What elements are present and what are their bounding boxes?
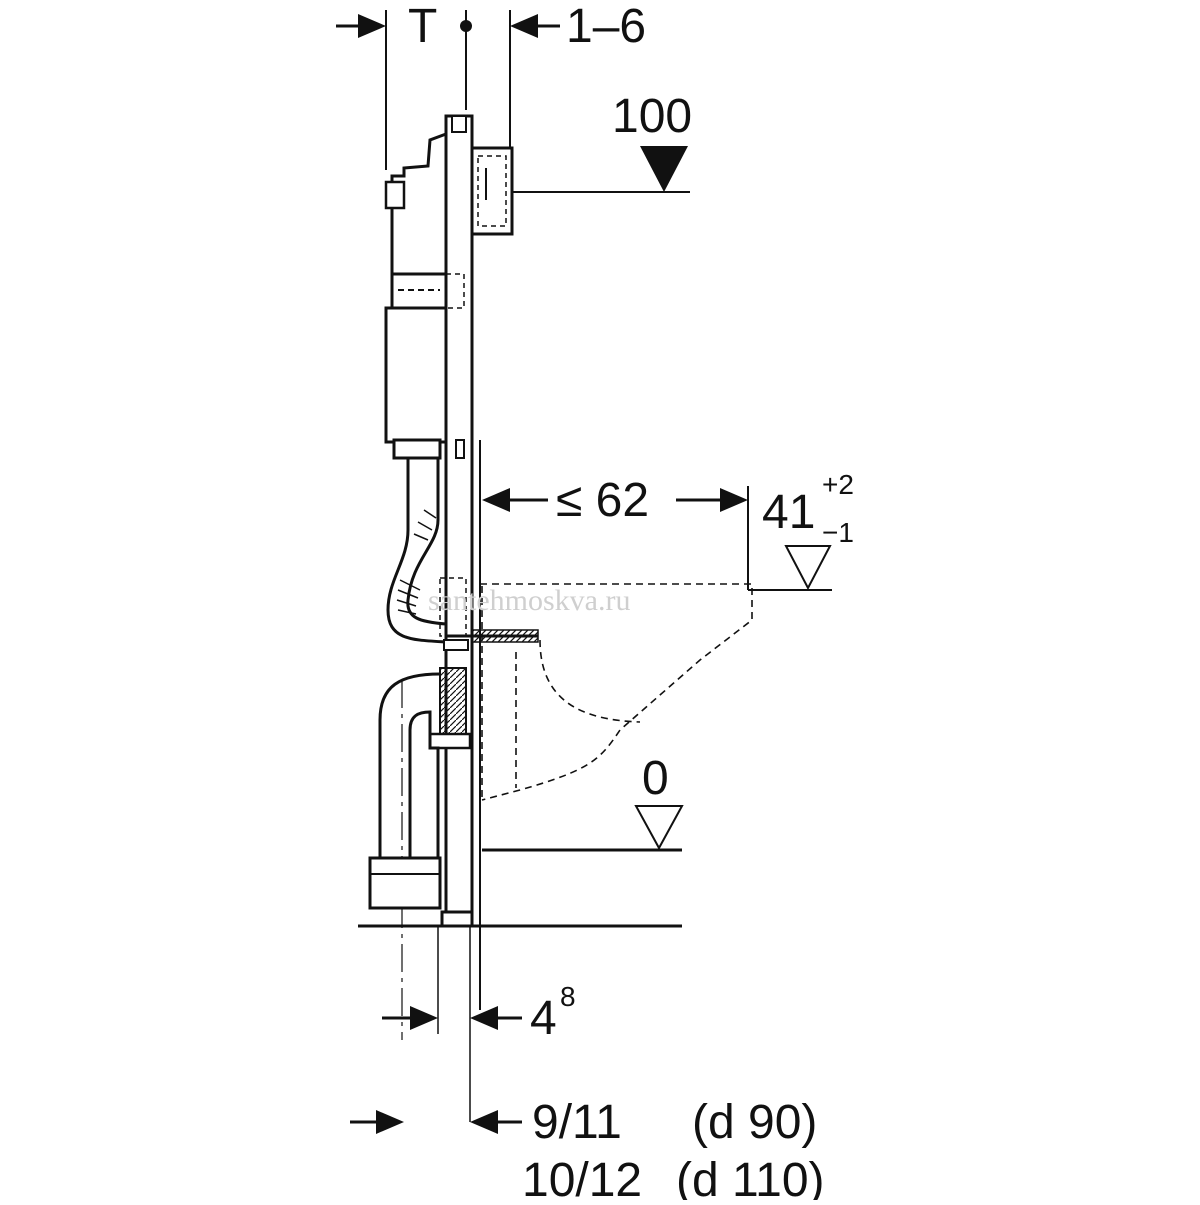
- flush-pipe-outer: [386, 458, 447, 644]
- drain-d90-label: (d 90): [692, 1096, 817, 1149]
- drain-clip: [428, 732, 472, 750]
- bowl-outline: [480, 583, 753, 801]
- seat-height-label: 41: [762, 486, 815, 539]
- reference-dot-icon: [460, 20, 472, 32]
- bolt-thread: [471, 629, 539, 643]
- floor-level-marker: 0: [482, 752, 684, 852]
- arrow-right-icon: [358, 14, 386, 38]
- level-triangle-outline-icon: [634, 805, 684, 851]
- frame-post: [444, 114, 474, 928]
- projection-dimension: ≤ 62: [482, 474, 749, 590]
- dim-wall-offset-label: 1–6: [566, 0, 646, 53]
- frame-hidden-zone: [439, 577, 467, 637]
- frame-foot: [440, 910, 474, 928]
- arrow-left-icon: [482, 488, 510, 512]
- seat-tolerance-upper: +2: [822, 469, 854, 500]
- arrow-right-icon: [376, 1110, 404, 1134]
- dim-depth-label: T: [408, 0, 437, 53]
- toilet-bowl: [480, 583, 753, 801]
- foot-dimension-label: 4: [530, 992, 557, 1045]
- drain-socket: [368, 856, 442, 910]
- bowl-inner: [539, 639, 641, 723]
- flush-height-marker: 100: [512, 90, 692, 193]
- watermark: santehmoskva.ru: [428, 584, 630, 617]
- drain-d110-label: (d 110): [676, 1154, 825, 1200]
- seat-height-marker: 41 +2 −1: [748, 469, 854, 591]
- cistern-inlet: [384, 180, 406, 210]
- drain-offset-90-label: 9/11: [532, 1096, 622, 1149]
- bracket-hidden: [445, 273, 465, 309]
- frame-top-cap: [451, 115, 467, 133]
- level-triangle-outline-icon: [784, 545, 832, 591]
- arrow-right-icon: [410, 1006, 438, 1030]
- drain-offset-110-label: 10/12: [522, 1154, 642, 1200]
- projection-label: ≤ 62: [556, 474, 649, 527]
- installation-frame: [368, 114, 539, 1040]
- seat-tolerance-lower: −1: [822, 517, 854, 548]
- bolt-nut: [443, 639, 469, 651]
- arrow-left-icon: [470, 1006, 498, 1030]
- arrow-right-icon: [720, 488, 748, 512]
- top-dimension-group: T 1–6: [336, 0, 646, 170]
- drain-bend-outer: [378, 672, 441, 860]
- floor-level-label: 0: [642, 752, 669, 805]
- flush-plate-actuator: [477, 155, 507, 227]
- cistern-body: [384, 306, 448, 444]
- drain-offset-dimension: 9/11 (d 90) 10/12 (d 110): [350, 1096, 825, 1205]
- pipe-corrugation: [396, 579, 421, 615]
- foot-dimension-exponent: 8: [560, 981, 576, 1012]
- foot-dimension: 4 8: [382, 981, 576, 1045]
- flush-height-label: 100: [612, 90, 692, 143]
- cistern-outlet: [392, 438, 442, 460]
- level-triangle-filled-icon: [640, 146, 688, 192]
- pipe-corrugation-upper: [413, 509, 437, 541]
- frame-slot: [455, 439, 465, 459]
- arrow-left-icon: [470, 1110, 498, 1134]
- arrow-left-icon: [510, 14, 538, 38]
- drain-bend-inner: [408, 710, 440, 860]
- drain-connector: [439, 667, 467, 735]
